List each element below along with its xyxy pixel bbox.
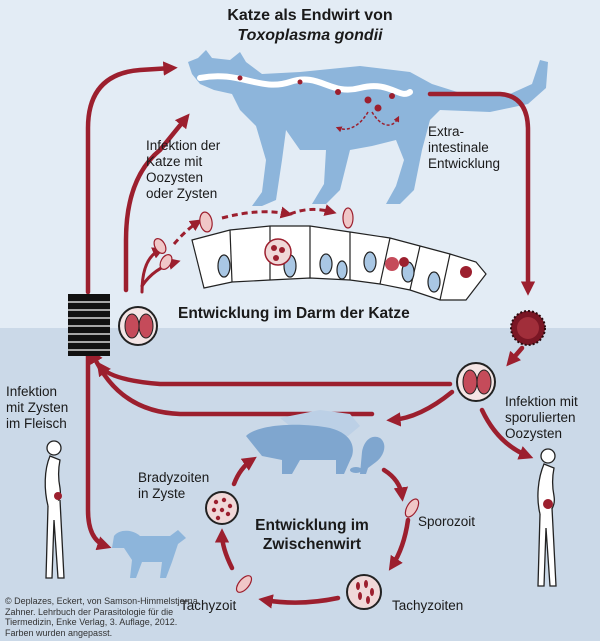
pig-silhouette bbox=[246, 424, 353, 474]
sporulated-oocyst-left bbox=[118, 306, 158, 346]
pregnant-woman-right bbox=[537, 448, 557, 587]
mouse-silhouette bbox=[350, 467, 362, 473]
arrow-to-hosts bbox=[386, 389, 455, 427]
chicken-silhouette bbox=[360, 436, 385, 474]
extraintestinal-mini-arrow-2 bbox=[371, 111, 400, 126]
arrow-to-woman-right bbox=[479, 407, 534, 460]
label-infektion-zysten: Infektion mit Zysten im Fleisch bbox=[6, 384, 69, 431]
cat-silhouette bbox=[188, 50, 548, 206]
arrow-sporozoit-to-tachyzoiten bbox=[388, 517, 411, 571]
title-line-2: Toxoplasma gondii bbox=[237, 27, 383, 44]
label-extraintestinal: Extra- intestinale Entwicklung bbox=[428, 124, 501, 171]
label-infektion-oozysten: Infektion mit sporulierten Oozysten bbox=[505, 394, 578, 441]
sporozoit-shape bbox=[404, 498, 420, 518]
sporulated-oocyst-right bbox=[456, 362, 496, 402]
arrow-short-2 bbox=[140, 258, 181, 288]
intestinal-epithelium bbox=[191, 225, 487, 301]
diagram-title: Katze als Endwirt von Toxoplasma gondii bbox=[200, 6, 420, 46]
arrow-to-dog bbox=[85, 353, 112, 551]
gamonts bbox=[385, 257, 472, 278]
cat-intestine bbox=[197, 73, 413, 97]
lower-background bbox=[0, 328, 600, 641]
arrow-from-cat-right bbox=[427, 91, 536, 296]
arrow-hosts-to-meat bbox=[89, 348, 375, 417]
arrow-tachyzoiten-to-tachyzoit bbox=[258, 594, 341, 609]
dog-silhouette bbox=[112, 530, 186, 578]
credit-notice: © Deplazes, Eckert, von Samson-Himmelstj… bbox=[5, 596, 201, 638]
arrow-bradyzoiten-to-hosts bbox=[231, 456, 257, 487]
arrow-to-oocyst bbox=[506, 345, 525, 367]
arrow-tachyzoit-to-bradyzoiten bbox=[214, 528, 235, 571]
cycle-arrows bbox=[85, 61, 536, 609]
label-tachyzoiten: Tachyzoiten bbox=[392, 598, 464, 613]
extraintestinal-mini-arrow bbox=[335, 111, 369, 133]
cat-intestine-parasites bbox=[237, 75, 395, 112]
label-zwischenwirt: Entwicklung im Zwischenwirt bbox=[255, 517, 369, 553]
unsporulated-oocyst bbox=[510, 310, 546, 346]
arrow-to-cat-left bbox=[85, 61, 178, 295]
pregnant-woman-left bbox=[44, 440, 65, 579]
arrow-hosts-to-sporozoit bbox=[381, 467, 409, 502]
intermediate-hosts bbox=[246, 410, 385, 474]
title-line-1: Katze als Endwirt von bbox=[227, 7, 393, 24]
label-sporozoit: Sporozoit bbox=[418, 514, 476, 529]
meront bbox=[264, 238, 292, 266]
tachyzoiten-cell bbox=[346, 574, 382, 610]
label-tachyzoit: Tachyzoit bbox=[180, 598, 237, 613]
arrow-to-cat-inner bbox=[123, 113, 190, 293]
label-infektion-katze: Infektion der Katze mit Oozysten oder Zy… bbox=[146, 138, 221, 201]
bradyzoite-cyst bbox=[205, 491, 239, 525]
intestine-dashed-arrows bbox=[172, 204, 337, 245]
label-darm: Entwicklung im Darm der Katze bbox=[178, 305, 410, 322]
tachyzoit-shape bbox=[235, 575, 253, 593]
free-zoites bbox=[153, 207, 354, 270]
label-bradyzoiten: Bradyzoiten in Zyste bbox=[138, 470, 210, 501]
muscle-tissue bbox=[68, 294, 110, 356]
